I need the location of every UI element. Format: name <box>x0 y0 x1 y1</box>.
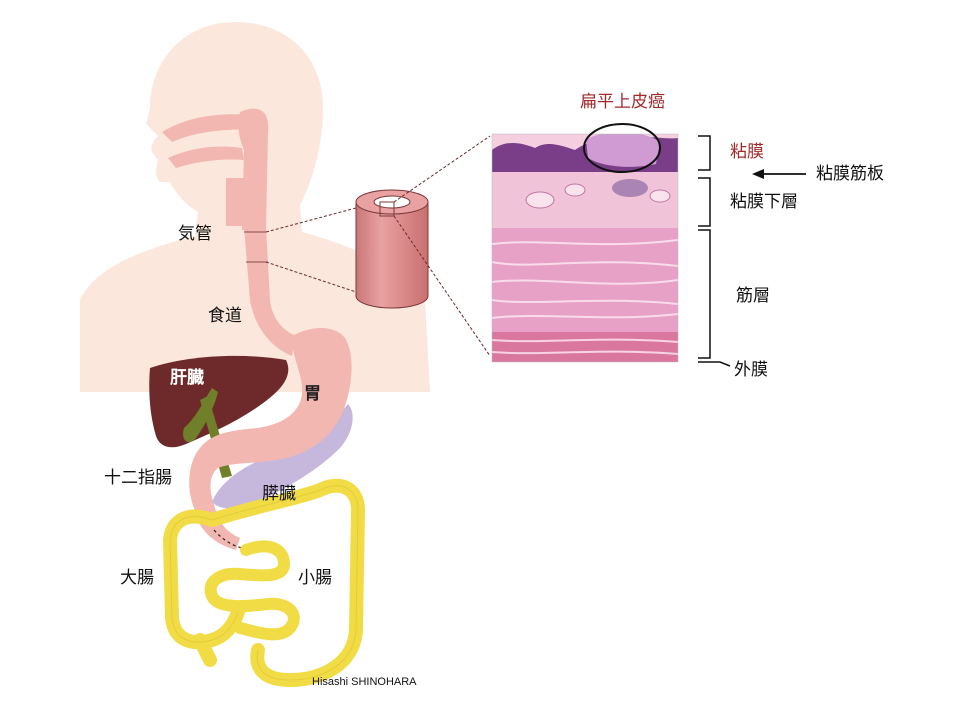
label-pancreas: 膵臓 <box>262 484 296 504</box>
label-squamous-cell-carcinoma: 扁平上皮癌 <box>580 92 665 112</box>
pharynx <box>238 108 269 230</box>
layer-brackets <box>698 135 731 367</box>
label-mucosa: 粘膜 <box>730 142 764 162</box>
liver <box>149 355 289 448</box>
connector-lines <box>265 135 491 357</box>
colon-outline <box>169 485 359 681</box>
label-large-intestine: 大腸 <box>120 568 154 588</box>
label-muscle-layer: 筋層 <box>736 286 770 306</box>
tumor-highlight <box>583 123 661 173</box>
label-esophagus: 食道 <box>208 306 242 326</box>
esophagus-cross-section <box>355 189 429 309</box>
histology-section <box>492 134 678 362</box>
label-trachea: 気管 <box>178 224 212 244</box>
nasal-cavity <box>162 114 258 142</box>
label-duodenum: 十二指腸 <box>104 468 172 488</box>
muscularis-arrow <box>752 169 806 179</box>
label-adventitia: 外膜 <box>734 360 768 380</box>
label-stomach: 胃 <box>304 384 321 404</box>
author-credit: Hisashi SHINOHARA <box>312 676 417 688</box>
esophagus <box>244 226 296 356</box>
oral-cavity <box>168 146 244 168</box>
label-submucosa: 粘膜下層 <box>730 192 798 212</box>
trachea <box>226 178 244 226</box>
label-liver: 肝臓 <box>170 368 204 388</box>
label-small-intestine: 小腸 <box>298 568 332 588</box>
label-muscularis-mucosae: 粘膜筋板 <box>816 164 884 184</box>
stomach <box>189 328 352 508</box>
small-intestine <box>204 540 300 641</box>
